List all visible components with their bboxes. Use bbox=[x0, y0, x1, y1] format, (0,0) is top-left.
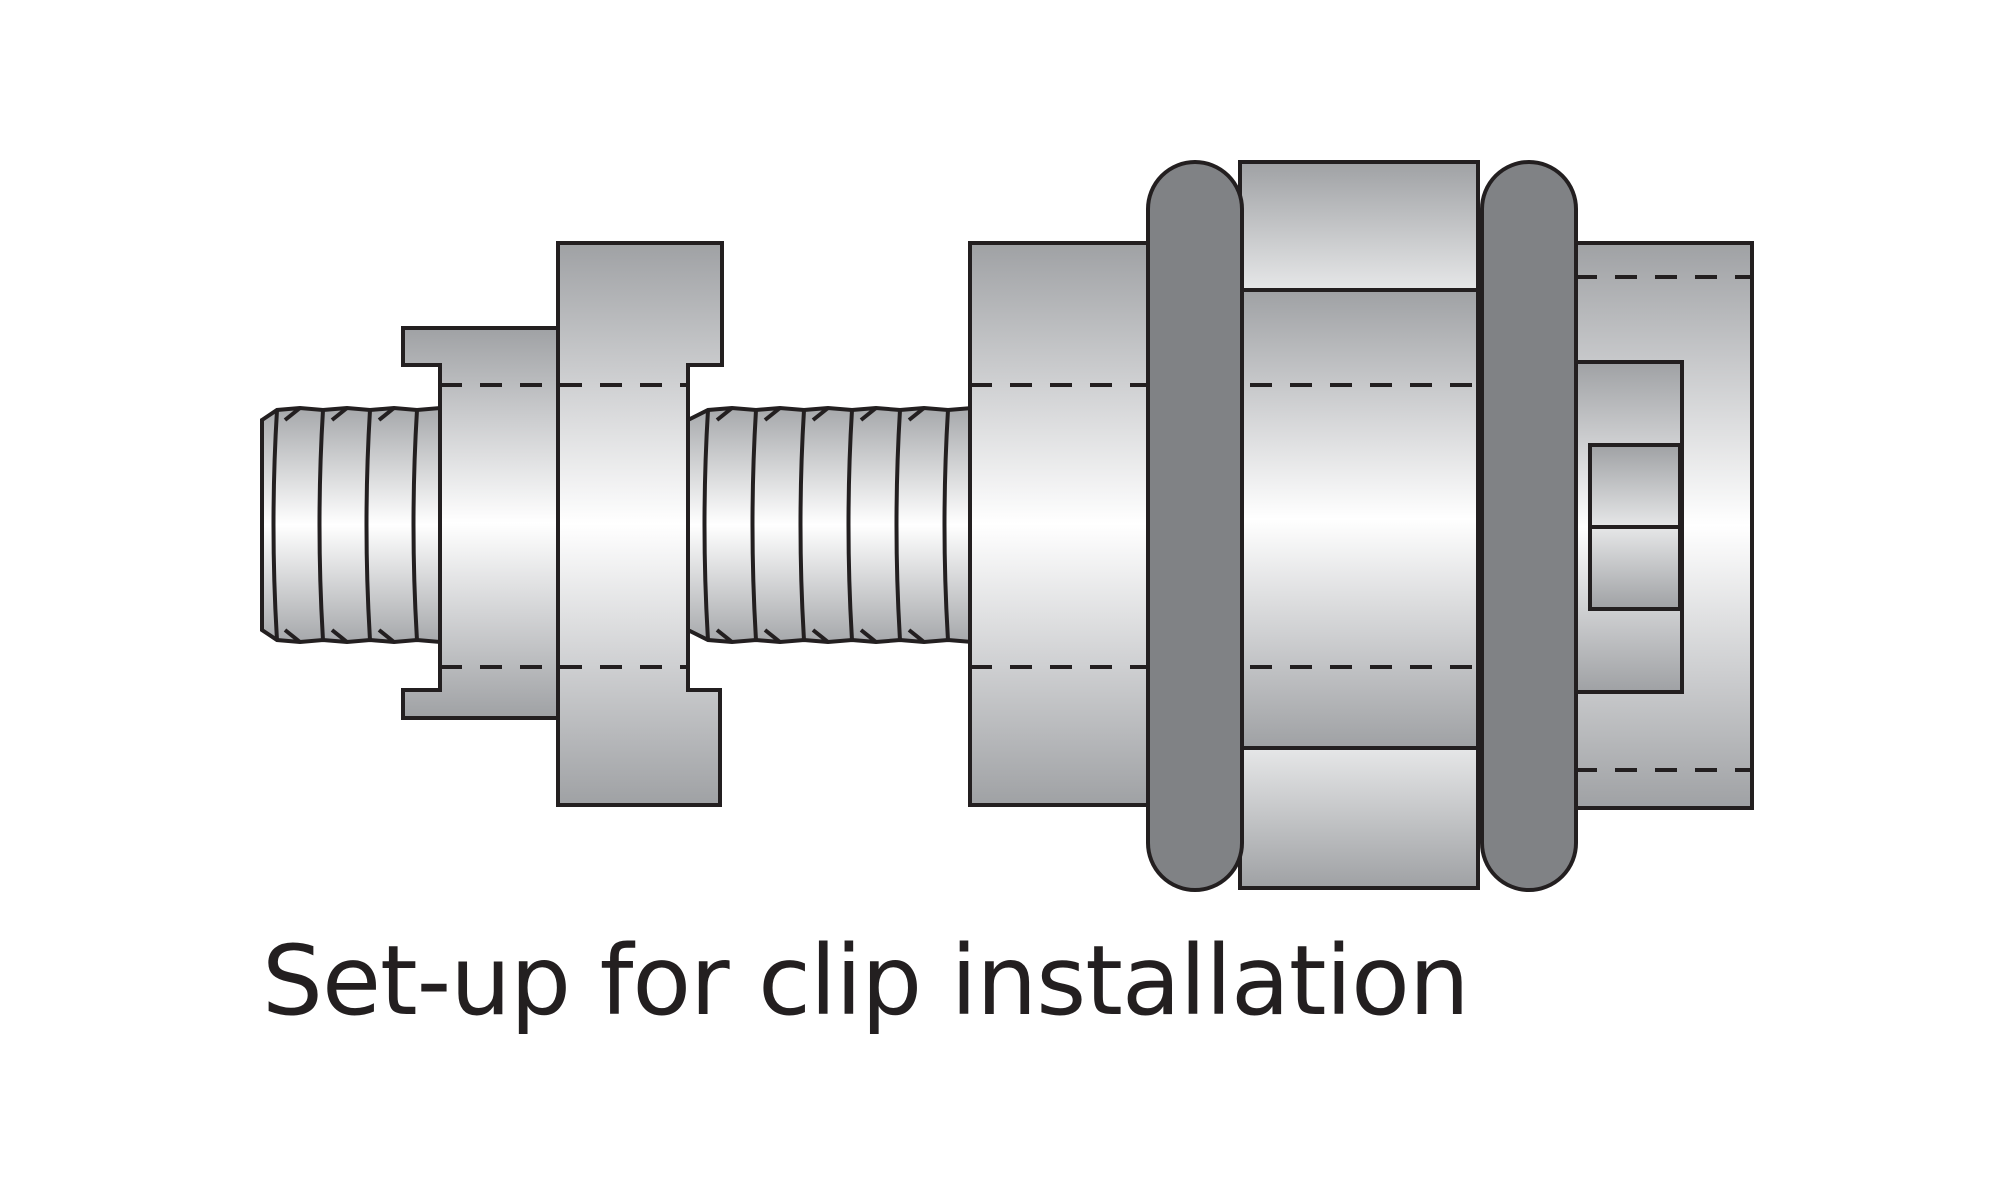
clip-ring-left bbox=[1146, 160, 1244, 892]
caption: Set-up for clip installation bbox=[262, 925, 1470, 1037]
end-cap bbox=[1568, 241, 1754, 810]
threaded-rod-left bbox=[260, 405, 442, 645]
clip-ring-right bbox=[1480, 160, 1578, 892]
collar bbox=[1238, 160, 1480, 890]
hex-nut bbox=[556, 241, 724, 807]
fitting-body bbox=[968, 241, 1154, 807]
threaded-rod-middle bbox=[686, 405, 974, 645]
